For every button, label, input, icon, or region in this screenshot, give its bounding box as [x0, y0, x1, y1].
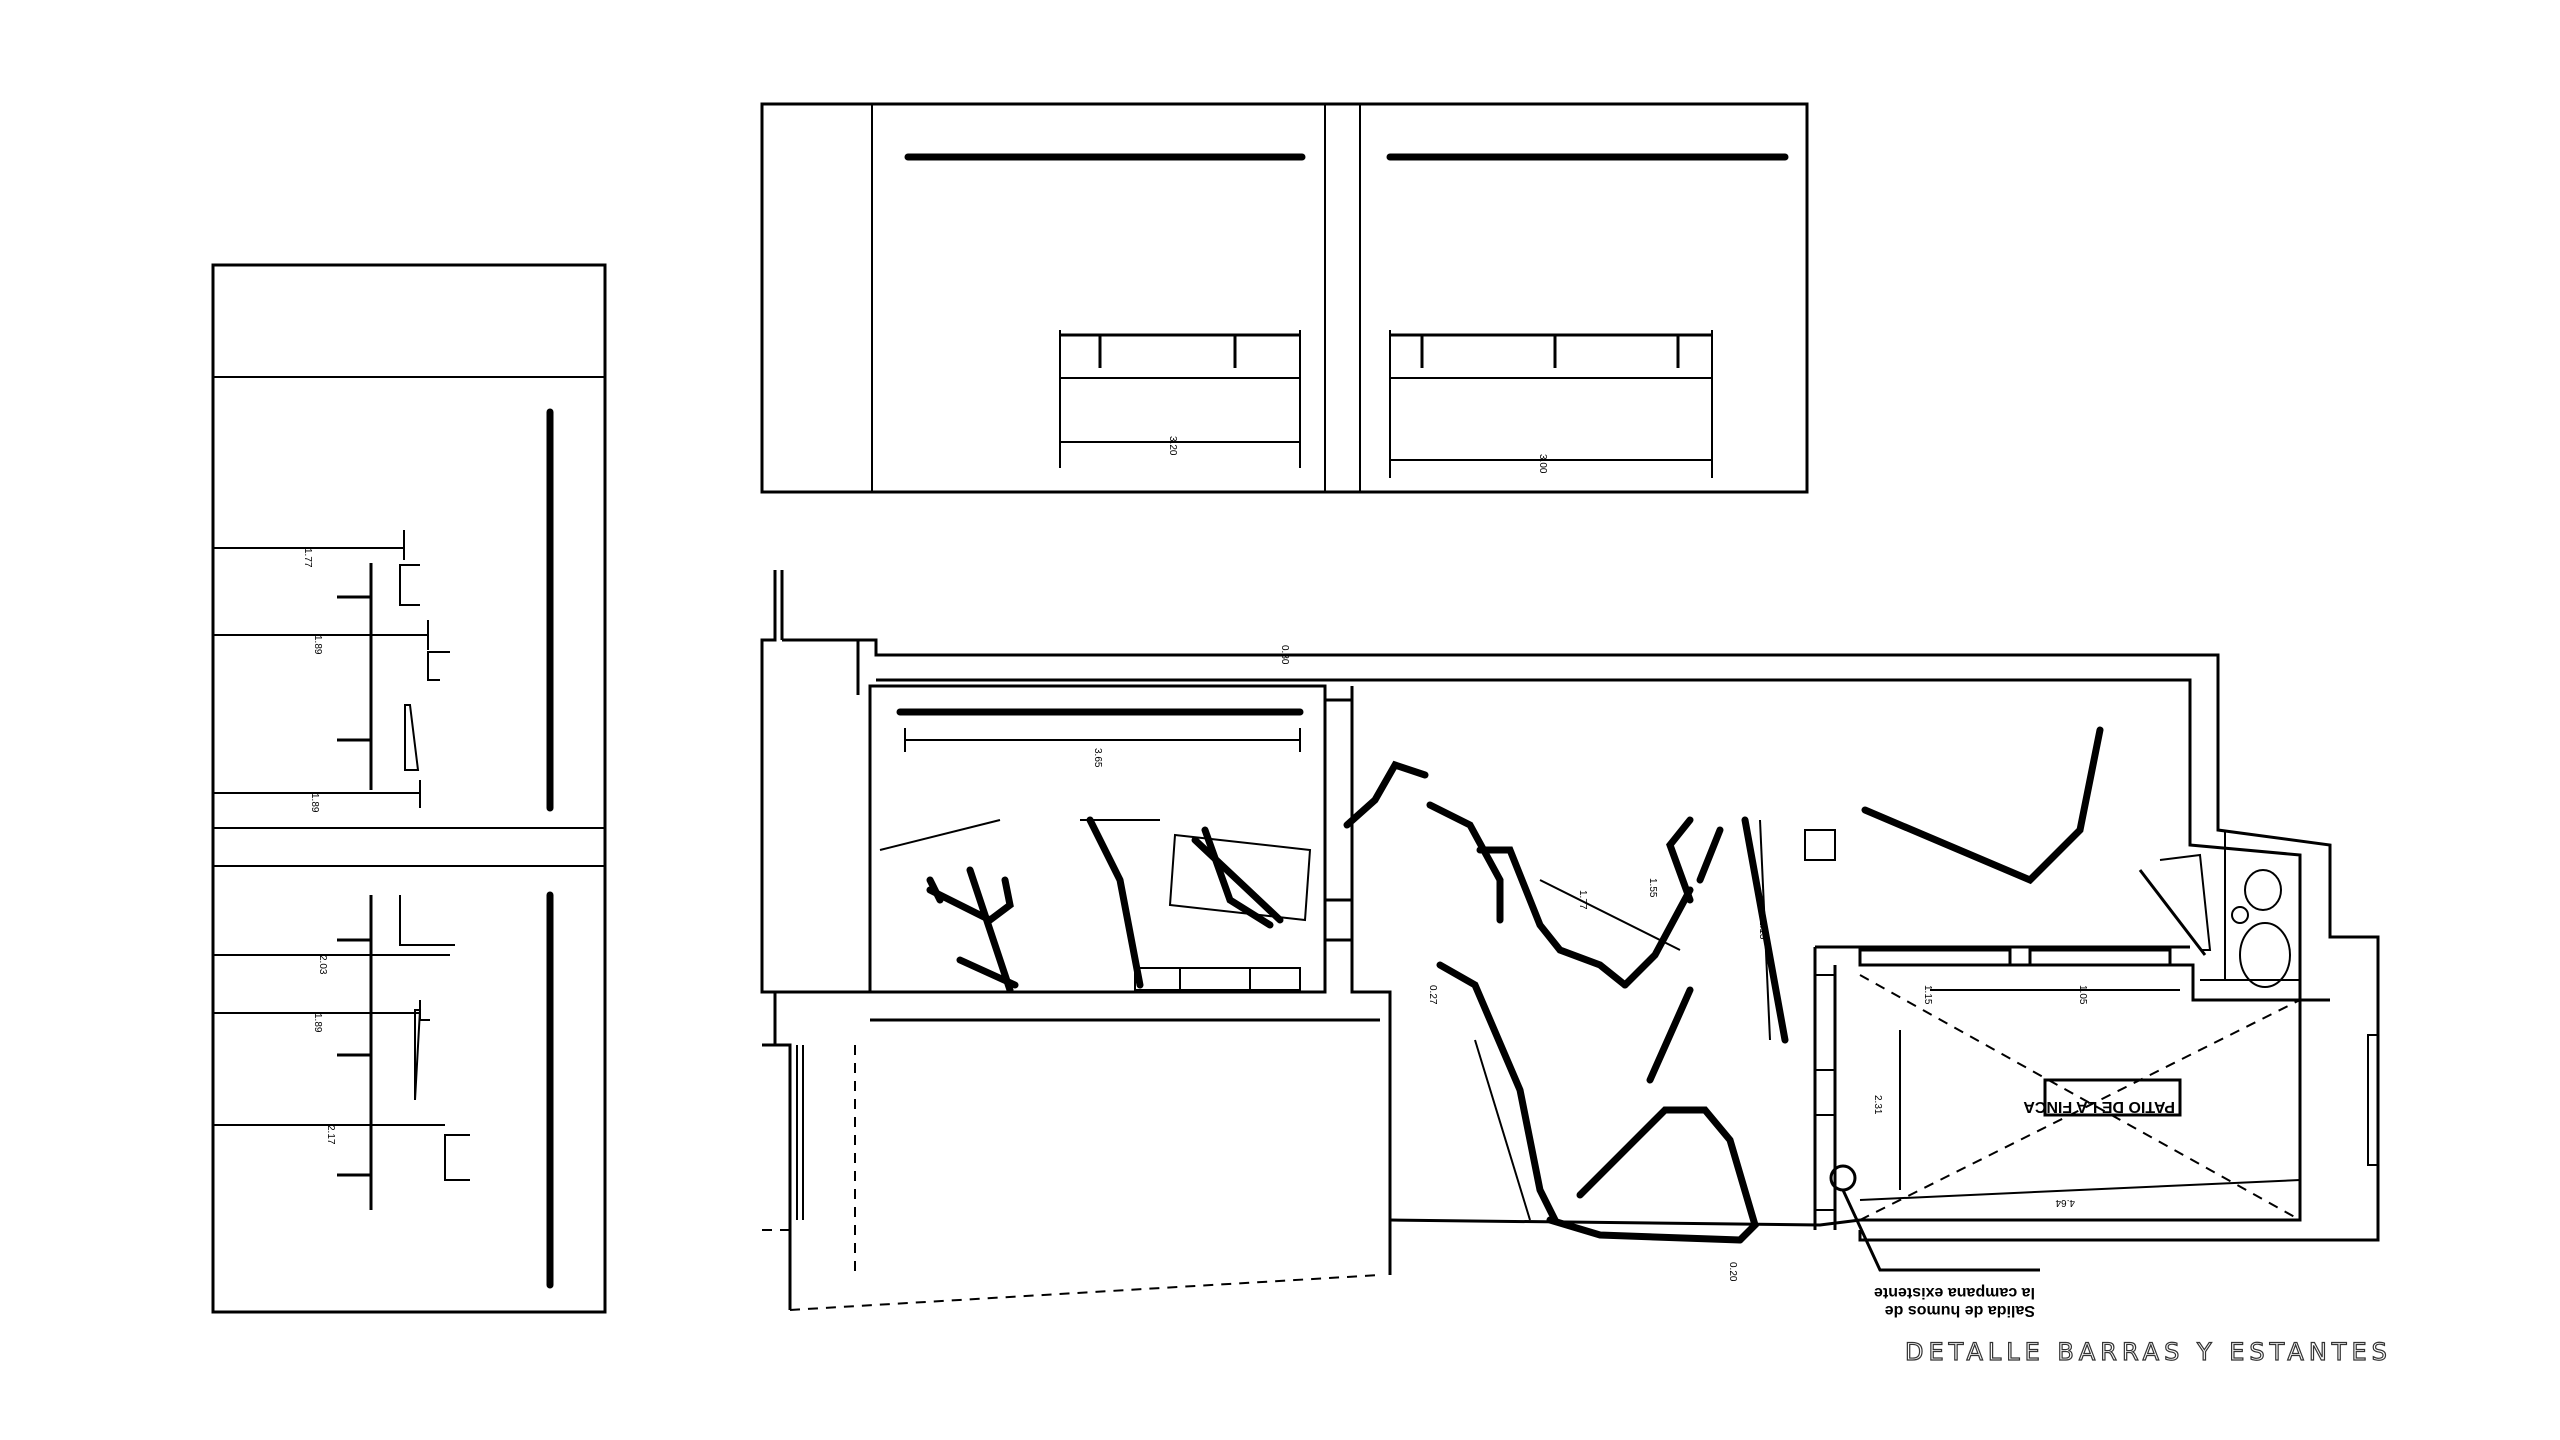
- patio-dim-h: 2.31: [1872, 1095, 1883, 1115]
- floor-plan: 3.65 0.30 1.77 1.55 2.13: [760, 570, 2380, 1319]
- patio-label: PATIO DE LA FINCA: [2023, 1098, 2175, 1115]
- patio-dim-w: 4.64: [2055, 1197, 2075, 1208]
- plan-dim-b: 1.55: [1647, 878, 1658, 898]
- top-left-total-dim: 3.20: [1167, 436, 1178, 456]
- plan-dim-e: 0.20: [1727, 1262, 1738, 1282]
- elev-dim-4: 2.03: [317, 955, 328, 975]
- plan-top-dim: 0.30: [1279, 645, 1290, 665]
- plan-upper-shelf-dim: 3.65: [1092, 748, 1103, 768]
- top-elevation-panel: 3.20 3.00: [760, 102, 1809, 494]
- plan-dim-c: 2.13: [1757, 920, 1768, 940]
- elev-dim-1: 1.77: [302, 548, 313, 568]
- elev-dim-6: 2.17: [325, 1125, 336, 1145]
- elev-dim-5: 1.89: [312, 1013, 323, 1033]
- left-elevation-panel: 1.77 1.89 1.89 2.03 1.89 2.17: [211, 263, 607, 1314]
- elev-dim-2: 1.89: [312, 635, 323, 655]
- smoke-outlet-label-2: la campana existente: [1874, 1284, 2035, 1301]
- sheet-title: DETALLE BARRAS Y ESTANTES: [1904, 1337, 2392, 1366]
- elev-dim-3: 1.89: [309, 793, 320, 813]
- patio-dim-b: 1.05: [2077, 985, 2088, 1005]
- patio-dim-a: 1.15: [1922, 985, 1933, 1005]
- plan-dim-d: 0.27: [1427, 985, 1438, 1005]
- plan-dim-a: 1.77: [1577, 890, 1588, 910]
- top-right-total-dim: 3.00: [1537, 454, 1548, 474]
- smoke-outlet-label-1: Salida de humos de: [1885, 1302, 2035, 1319]
